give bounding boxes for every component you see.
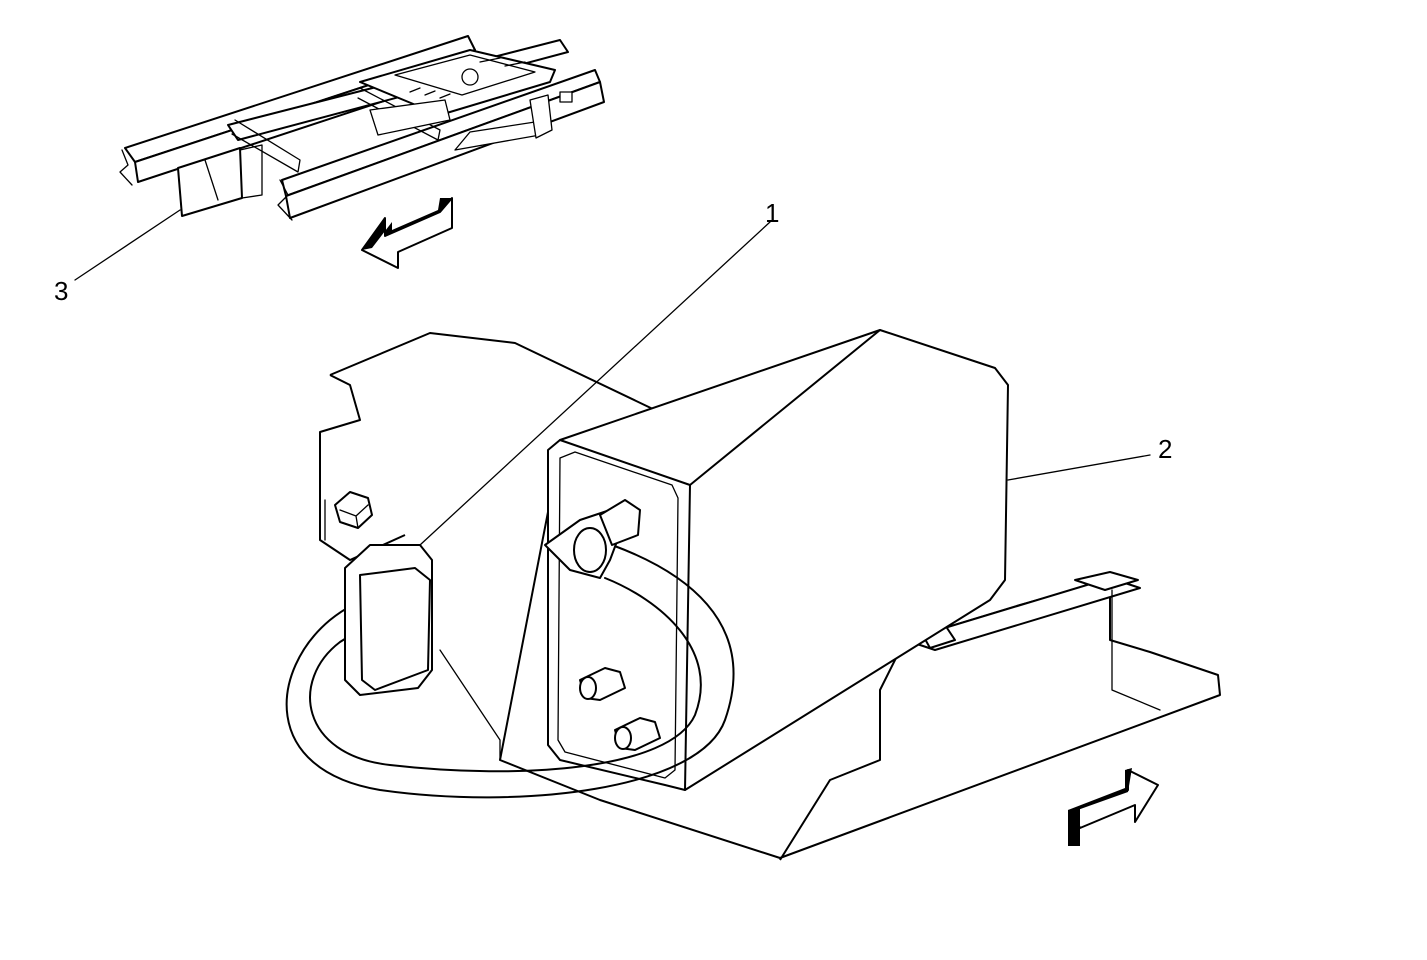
canister-main-view — [285, 221, 1221, 861]
callout-1: 1 — [765, 198, 779, 228]
frame-inset-view — [74, 35, 605, 281]
callout-3: 3 — [54, 276, 68, 306]
direction-arrow-icon — [361, 197, 453, 269]
callout-2: 2 — [1158, 434, 1172, 464]
direction-arrow-icon — [1068, 768, 1159, 846]
